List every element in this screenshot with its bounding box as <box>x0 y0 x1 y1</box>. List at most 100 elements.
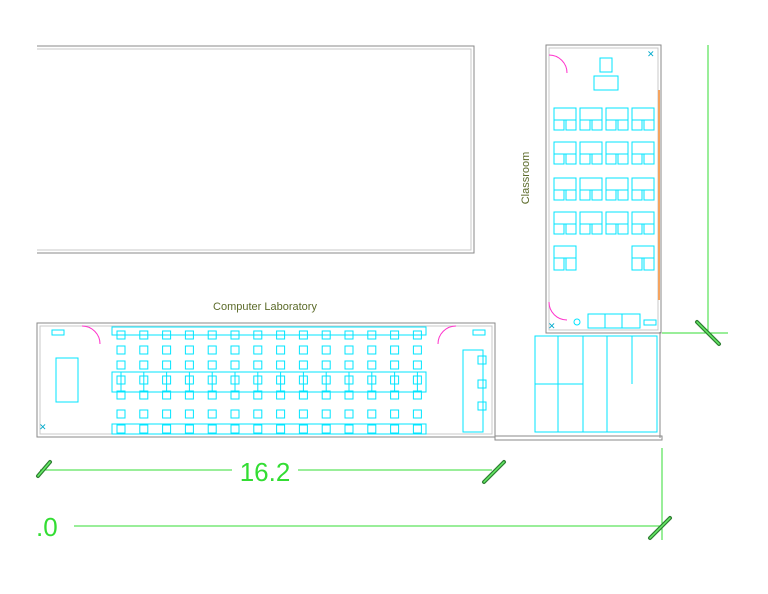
computer-chair <box>184 345 194 355</box>
classroom-chair <box>591 153 603 165</box>
computer-chair <box>344 409 354 419</box>
computer-chair <box>230 330 240 340</box>
computer-chair <box>412 330 422 340</box>
main-building-outline <box>37 45 475 254</box>
computer-chair <box>367 409 377 419</box>
classroom-desk <box>605 177 629 191</box>
computer-chair <box>139 424 149 434</box>
classroom-chair <box>553 153 565 165</box>
classroom-door-bottom <box>548 301 568 321</box>
computer-chair <box>276 424 286 434</box>
computer-chair <box>184 330 194 340</box>
computer-chair <box>276 345 286 355</box>
fire-extinguisher-icon: ✕ <box>39 422 47 432</box>
computer-chair <box>139 409 149 419</box>
computer-chair <box>253 330 263 340</box>
classroom-desk <box>553 211 577 225</box>
computer-chair <box>207 345 217 355</box>
computer-chair <box>412 360 422 370</box>
computer-chair <box>253 345 263 355</box>
computer-chair <box>207 360 217 370</box>
classroom-chair <box>643 189 655 201</box>
computer-chair <box>390 409 400 419</box>
classroom-chair <box>617 153 629 165</box>
computer-chair <box>162 360 172 370</box>
computer-chair <box>344 345 354 355</box>
computer-chair <box>253 424 263 434</box>
classroom-desk <box>579 107 603 121</box>
classroom-chair <box>631 223 643 235</box>
classroom-door-top <box>548 54 568 74</box>
computer-chair <box>207 424 217 434</box>
classroom-teacher-chair <box>599 57 613 73</box>
classroom-chair <box>579 119 591 131</box>
lab-side-counter <box>462 349 484 433</box>
lab-desk-bench <box>111 371 427 393</box>
computer-chair <box>276 409 286 419</box>
classroom-desk <box>579 141 603 155</box>
computer-chair <box>230 424 240 434</box>
classroom-chair <box>617 119 629 131</box>
classroom-chair <box>553 119 565 131</box>
computer-chair <box>321 424 331 434</box>
computer-chair <box>298 360 308 370</box>
computer-chair <box>367 424 377 434</box>
classroom-chair <box>631 153 643 165</box>
classroom-desk <box>631 211 655 225</box>
computer-chair <box>230 360 240 370</box>
classroom-chair <box>617 223 629 235</box>
corridor-outline <box>494 332 663 441</box>
classroom-chair <box>579 153 591 165</box>
computer-chair <box>253 409 263 419</box>
computer-chair <box>298 409 308 419</box>
classroom-desk <box>579 211 603 225</box>
classroom-desk <box>605 107 629 121</box>
classroom-chair <box>643 223 655 235</box>
classroom-chair <box>631 189 643 201</box>
computer-chair <box>276 360 286 370</box>
computer-chair <box>390 345 400 355</box>
computer-chair <box>298 330 308 340</box>
classroom-chair <box>553 257 565 271</box>
computer-chair <box>139 345 149 355</box>
classroom-chair <box>553 223 565 235</box>
classroom-chair <box>605 119 617 131</box>
classroom-chair <box>605 153 617 165</box>
lab-door-right <box>437 325 457 345</box>
classroom-chair <box>565 153 577 165</box>
classroom-desk <box>631 107 655 121</box>
classroom-desk <box>631 141 655 155</box>
computer-chair <box>367 330 377 340</box>
lab-workstations <box>111 326 427 435</box>
computer-chair <box>207 330 217 340</box>
classroom-chair <box>565 223 577 235</box>
classroom-desk <box>553 245 577 259</box>
computer-chair <box>116 330 126 340</box>
computer-laboratory: ✕ <box>36 322 496 438</box>
lab-door-left <box>81 325 101 345</box>
computer-chair <box>230 345 240 355</box>
classroom-chair <box>643 119 655 131</box>
classroom-desk <box>553 107 577 121</box>
classroom-label: Classroom <box>520 152 532 205</box>
classroom-desk <box>553 177 577 191</box>
computer-chair <box>344 424 354 434</box>
computer-chair <box>298 345 308 355</box>
computer-chair <box>162 330 172 340</box>
classroom-chair <box>591 119 603 131</box>
computer-chair <box>139 330 149 340</box>
classroom-chair <box>591 189 603 201</box>
dimension-lines <box>40 45 728 540</box>
computer-chair <box>344 360 354 370</box>
computer-chair <box>184 409 194 419</box>
classroom-chair <box>605 189 617 201</box>
classroom-chair <box>617 189 629 201</box>
fire-extinguisher-icon: ✕ <box>647 49 655 59</box>
computer-chair <box>367 345 377 355</box>
computer-chair <box>184 360 194 370</box>
computer-chair <box>321 345 331 355</box>
computer-laboratory-label: Computer Laboratory <box>213 301 317 313</box>
classroom-desk <box>579 177 603 191</box>
classroom-chair <box>565 189 577 201</box>
